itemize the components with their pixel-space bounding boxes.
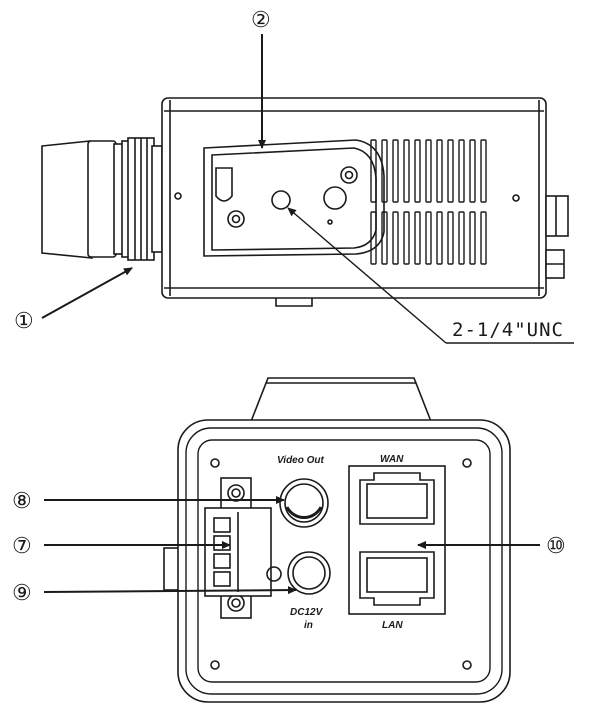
callout-7-label: ⑦ <box>12 534 32 559</box>
callout-9-label: ⑨ <box>12 581 32 606</box>
lens <box>41 137 163 261</box>
dc-power-jack <box>266 551 331 595</box>
lan-label: LAN <box>382 620 403 631</box>
rear-connectors <box>545 195 569 279</box>
callout-network: ⑩ <box>417 534 566 559</box>
callout-10-label: ⑩ <box>546 534 566 559</box>
mount-thread-label: 2-1/4"UNC <box>452 319 564 341</box>
vent-slots <box>370 139 487 265</box>
callout-lens: ① <box>14 267 133 334</box>
dc-in-label-line2: in <box>304 620 313 631</box>
camera-side-view <box>41 97 569 307</box>
callout-dc-in: ⑨ <box>12 581 297 606</box>
lan-port <box>359 551 435 606</box>
callout-terminal: ⑦ <box>12 534 231 559</box>
callout-8-label: ⑧ <box>12 489 32 514</box>
callout-mount-plate: ② <box>251 8 271 149</box>
video-out-label: Video Out <box>277 455 325 466</box>
callout-2-label: ② <box>251 8 271 33</box>
callout-1-label: ① <box>14 309 34 334</box>
mounting-plate <box>203 139 385 257</box>
network-port-panel <box>348 465 446 615</box>
callout-mount-thread: 2-1/4"UNC <box>287 207 574 344</box>
wan-label: WAN <box>380 454 404 465</box>
video-out-connector <box>279 478 329 528</box>
wan-port <box>359 472 435 525</box>
dc-in-label-line1: DC12V <box>290 607 324 618</box>
callout-video-out: ⑧ <box>12 489 285 514</box>
